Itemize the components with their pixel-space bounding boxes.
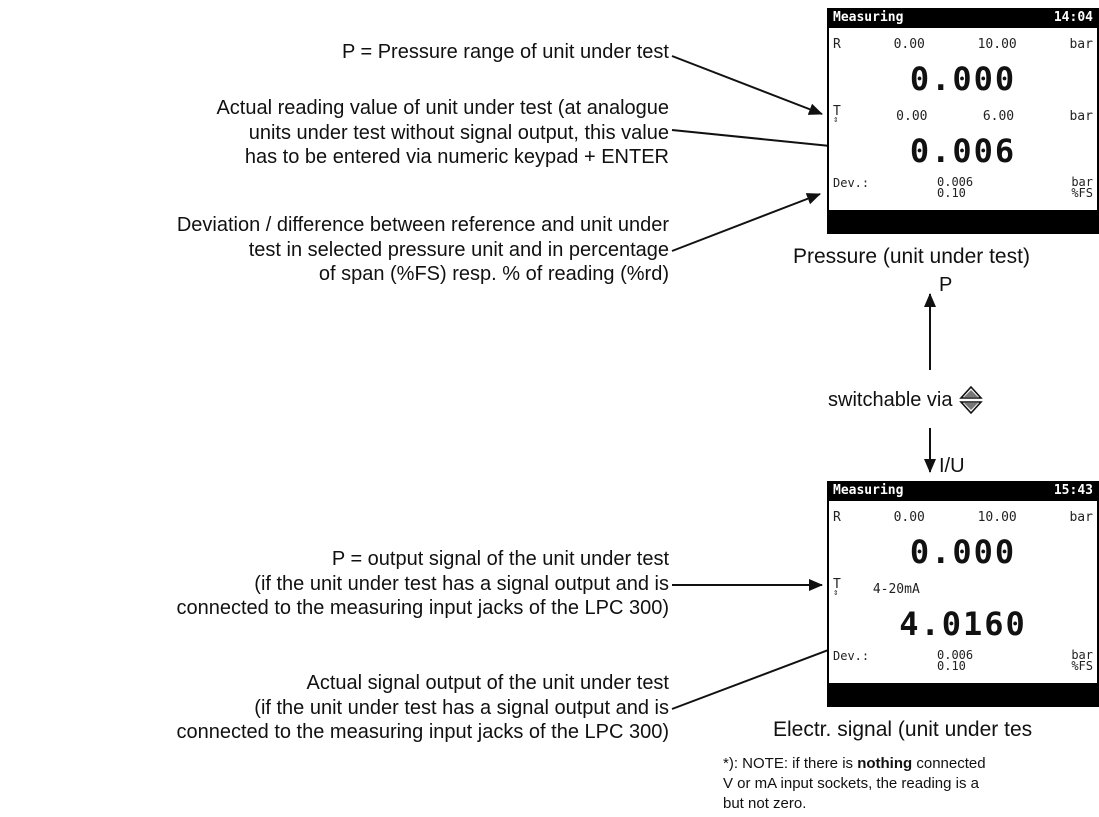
callout-pressure-range: P = Pressure range of unit under test xyxy=(341,41,669,63)
test-value: 0.006 xyxy=(909,132,1017,170)
signal-value: 4.0160 xyxy=(899,605,1027,643)
deviation-value-abs: 0.006 xyxy=(937,648,974,662)
screen-title-bar: Measuring 14:04 xyxy=(829,8,1097,28)
reference-value: 0.000 xyxy=(909,533,1017,571)
reference-max: 10.00 xyxy=(977,510,1017,525)
up-down-arrow-icon xyxy=(958,386,983,414)
deviation-value-abs: 0.006 xyxy=(937,175,974,189)
device-screen-pressure: Measuring 14:04 R 0.00 10.00 bar 0.000 T… xyxy=(827,8,1099,234)
screen-title: Measuring xyxy=(833,10,904,25)
device-screen-signal: Measuring 15:43 R 0.00 10.00 bar 0.000 T… xyxy=(827,481,1099,707)
reference-unit: bar xyxy=(1069,510,1093,525)
callout-actual-reading: Actual reading value of unit under test … xyxy=(216,97,669,168)
deviation-block: Dev.: 0.006 0.10 bar %FS xyxy=(833,647,1093,677)
screen-time: 15:43 xyxy=(1053,483,1093,498)
callout-deviation: Deviation / difference between reference… xyxy=(176,214,669,285)
callout-actual-signal: Actual signal output of the unit under t… xyxy=(176,672,669,743)
test-range-row: T⇕ 4-20mA xyxy=(833,577,1093,598)
deviation-value-percent: 0.10 xyxy=(937,659,966,673)
reference-unit: bar xyxy=(1069,37,1093,52)
reference-min: 0.00 xyxy=(893,510,925,525)
switch-bottom-label: I/U xyxy=(939,455,965,477)
test-range: 4-20mA xyxy=(872,581,920,597)
deviation-label: Dev.: xyxy=(833,649,870,663)
screen-title: Measuring xyxy=(833,483,904,498)
arrow-pressure-range xyxy=(671,55,823,115)
callout-output-signal: P = output signal of the unit under test… xyxy=(176,548,669,619)
test-max: 6.00 xyxy=(982,108,1015,124)
test-min: 0.00 xyxy=(896,108,928,124)
caption-pressure: Pressure (unit under test) xyxy=(793,245,1030,268)
test-label: T⇕ xyxy=(833,104,841,125)
reference-value: 0.000 xyxy=(909,60,1017,98)
deviation-value-percent: 0.10 xyxy=(937,186,966,200)
screen-time: 14:04 xyxy=(1053,10,1093,25)
deviation-unit-percent: %FS xyxy=(1071,186,1093,200)
up-down-icon: ⇕ xyxy=(833,115,839,125)
reference-min: 0.00 xyxy=(893,37,925,52)
screen-title-bar: Measuring 15:43 xyxy=(829,481,1097,501)
deviation-block: Dev.: 0.006 0.10 bar %FS xyxy=(833,174,1093,204)
test-unit: bar xyxy=(1069,108,1093,124)
deviation-unit-percent: %FS xyxy=(1071,659,1093,673)
up-down-icon: ⇕ xyxy=(833,588,839,598)
note-emphasis: nothing xyxy=(857,755,913,772)
caption-signal: Electr. signal (unit under tes xyxy=(773,718,1033,741)
test-label: T⇕ xyxy=(833,577,841,598)
deviation-unit-abs: bar xyxy=(1071,175,1093,189)
reference-label: R xyxy=(833,510,841,525)
note-text: *): NOTE: if there is nothing connected … xyxy=(723,755,986,812)
reference-max: 10.00 xyxy=(977,37,1017,52)
reference-range-row: R 0.00 10.00 bar xyxy=(833,37,1093,52)
reference-label: R xyxy=(833,37,841,52)
switch-label: switchable via xyxy=(828,386,983,414)
deviation-unit-abs: bar xyxy=(1071,648,1093,662)
reference-range-row: R 0.00 10.00 bar xyxy=(833,510,1093,525)
switch-top-label: P xyxy=(939,274,953,296)
deviation-label: Dev.: xyxy=(833,176,870,190)
arrow-deviation xyxy=(671,193,821,252)
test-range-row: T⇕ 0.00 6.00 bar xyxy=(833,104,1093,125)
